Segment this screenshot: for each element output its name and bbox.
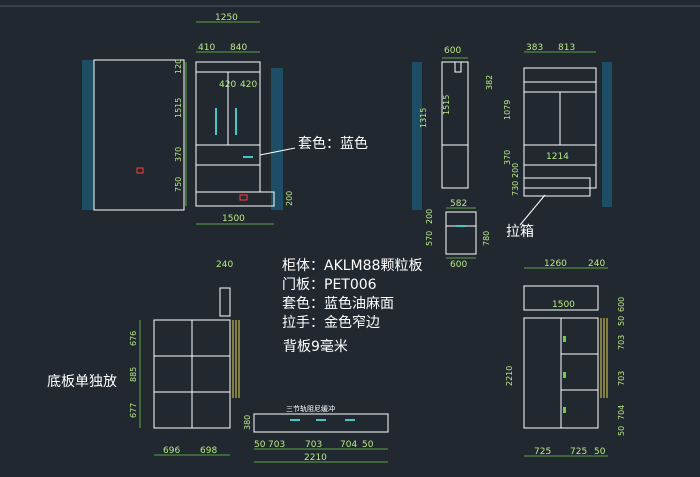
view-pull-box: 582 570 200 780 600 [425,199,491,270]
dim-text: 1500 [552,300,575,310]
dim-text: 1515 [174,98,183,118]
dim-text: 200 [285,191,294,206]
dim-text: 1500 [222,214,245,224]
wall [602,62,612,207]
dim-text: 696 [163,446,180,456]
dim-text: 703 [305,440,322,450]
dim-text: 676 [129,331,138,346]
dim-text: 730 [511,181,520,196]
color-note: 套色：蓝色 [298,135,368,152]
dim-text: 1260 [544,259,567,269]
dim-text: 698 [200,446,217,456]
note-color-finish: 套色：蓝色油麻面 [282,295,394,312]
dim-text: 410 [198,43,215,53]
dim-text: 380 [243,415,252,430]
wall-right [271,68,283,210]
note-cabinet: 柜体：AKLM88颗粒板 [282,258,422,274]
dim-text: 2210 [304,453,327,463]
dim-text: 704 [340,440,357,450]
note-handle: 拉手：金色窄边 [282,314,380,331]
dim-text: 703 [268,440,285,450]
dim-text: 1250 [215,13,238,23]
dim-text: 370 [174,147,183,162]
dim-text: 240 [216,260,233,270]
view-wardrobe: 1260 240 1500 2210 600 50 703 703 704 50… [505,259,626,457]
dim-text: 885 [129,367,138,382]
pull-box-note: 拉箱 [506,224,534,240]
dim-text: 1315 [419,108,428,128]
dim-text: 750 [174,177,183,192]
dim-text: 840 [230,43,247,53]
dim-text: 600 [450,260,467,270]
dim-text: 725 [570,447,587,457]
dim-text: 1515 [442,95,451,115]
dim-text: 383 [526,43,543,53]
dim-text: 725 [534,447,551,457]
view-front-cabinet-2: 383 813 1214 1079 370 200 730 拉箱 [503,43,612,240]
dim-text: 1079 [503,100,512,120]
view-shelf-grid: 240 676 885 677 696 698 [129,260,240,456]
dim-text: 50 [362,440,374,450]
dim-text: 120 [174,59,183,74]
dim-text: 420 [219,80,236,90]
dim-text: 240 [588,259,605,269]
note-back-panel: 背板9毫米 [283,338,348,355]
view-front-cabinet: 1250 410 840 420 420 120 1515 370 750 20… [82,13,368,225]
dim-text: 50 [254,440,266,450]
dim-text: 200 [511,163,520,178]
view-rail-plan: 三节轨阻尼缓冲 380 50 703 703 704 50 2210 [243,404,389,463]
dim-text: 50 [617,316,626,326]
dim-text: 1214 [546,152,569,162]
dim-text: 570 [425,231,434,246]
wall-left [82,60,94,210]
dim-text: 382 [485,75,494,90]
material-notes: 柜体：AKLM88颗粒板 门板：PET006 套色：蓝色油麻面 拉手：金色窄边 … [47,258,422,390]
dim-text: 50 [594,447,606,457]
note-door: 门板：PET006 [282,277,377,293]
rail-note: 三节轨阻尼缓冲 [286,404,335,413]
dim-text: 370 [503,150,512,165]
dim-text: 2210 [505,366,514,386]
dim-text: 813 [558,43,575,53]
dim-text: 200 [425,209,434,224]
dim-text: 703 [617,371,626,386]
dim-text: 677 [129,403,138,418]
wall [412,62,422,210]
marker [239,194,248,201]
note-bottom-panel: 底板单独放 [47,374,117,390]
dim-text: 600 [617,297,626,312]
dim-text: 420 [240,80,257,90]
view-side-section: 600 1315 1515 382 [412,46,494,210]
dim-text: 780 [482,231,491,246]
dim-text: 582 [450,199,467,209]
marker [136,167,144,174]
dim-text: 50 [617,426,626,436]
dim-text: 600 [444,46,461,56]
dim-text: 704 [617,405,626,420]
dim-text: 703 [617,335,626,350]
side-panel [93,59,185,211]
